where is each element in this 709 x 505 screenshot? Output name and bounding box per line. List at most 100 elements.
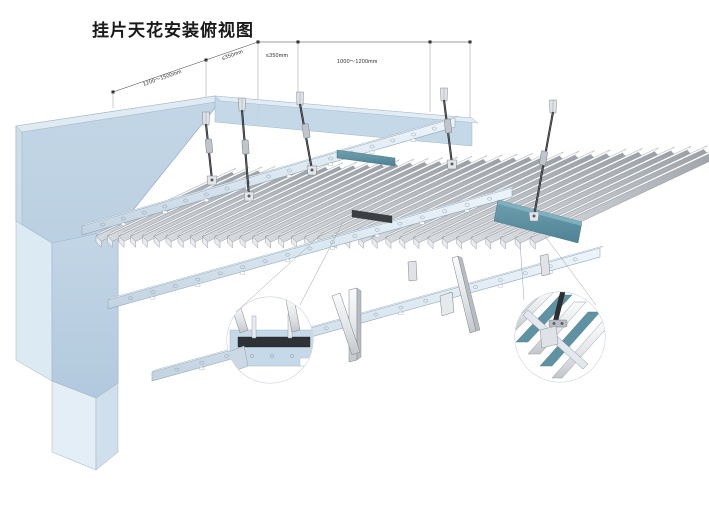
carrier-notch — [203, 198, 209, 202]
carrier-hole — [464, 203, 470, 207]
baffle-highlight — [254, 160, 412, 236]
carrier-notch — [411, 138, 416, 142]
loose-clip-b — [539, 253, 551, 277]
carrier-hole — [419, 215, 425, 220]
detail-b-bracket — [539, 325, 559, 349]
carrier-notch — [121, 222, 126, 226]
baffle-end-lip — [189, 236, 196, 249]
carrier-hole — [121, 216, 126, 221]
baffle-end-lip — [214, 236, 221, 249]
loose-baffle-right-side — [457, 255, 481, 332]
baffle-end-lip — [470, 237, 477, 250]
baffle-end-lip — [529, 237, 536, 250]
carrier-hole — [398, 305, 404, 310]
wall-face-lower — [51, 228, 119, 399]
dark-carrier-strip — [351, 209, 393, 224]
carrier-hole — [487, 197, 492, 201]
carrier-notch — [328, 162, 334, 166]
loose-clip-c — [439, 291, 455, 317]
carrier-notch — [419, 221, 425, 225]
baffle-end-lip — [165, 235, 172, 249]
carrier-hole — [199, 361, 205, 365]
carrier-hole — [240, 265, 245, 269]
carrier-hole — [217, 271, 223, 276]
hanger-turnbuckle — [205, 138, 213, 154]
baffle-end-lip — [456, 237, 462, 250]
carrier-hole — [285, 253, 290, 257]
carrier-hole — [330, 240, 335, 244]
hanger-turnbuckle — [443, 118, 453, 134]
baffle-end-lip — [358, 236, 364, 249]
baffle-end-lip — [107, 235, 113, 248]
loose-clip-a — [407, 260, 418, 282]
wall-lower-left-block — [15, 220, 53, 382]
carrier-notch — [285, 259, 290, 262]
carrier-notch — [162, 210, 168, 214]
carrier-top-flange — [81, 115, 459, 227]
carrier-notch — [240, 271, 246, 275]
carrier-notch — [330, 246, 335, 250]
hanger-turnbuckle — [539, 150, 548, 166]
loose-baffle-angled — [331, 292, 361, 356]
carrier-notch — [464, 209, 470, 213]
carrier-top-flange — [107, 185, 516, 301]
carrier-hole — [328, 156, 333, 161]
baffle-highlight — [443, 150, 625, 237]
carrier-hole — [224, 186, 230, 191]
baffle-end-lip — [427, 237, 434, 250]
baffle-highlight — [179, 165, 328, 235]
baffle-end-lip — [371, 236, 378, 250]
detail-a-pin-left — [251, 315, 257, 339]
baffle-end-lip — [130, 235, 136, 248]
carrier-hole — [498, 278, 503, 282]
carrier-hole — [473, 285, 478, 289]
carrier-notch — [498, 284, 503, 288]
hanger-turnbuckle — [241, 139, 250, 155]
hanger-rod-3 — [440, 87, 458, 170]
carrier-hole — [373, 312, 379, 317]
carrier-hole — [523, 271, 528, 275]
baffle-highlight — [241, 161, 398, 236]
hanger-pin — [450, 162, 454, 166]
carrier-hole — [266, 174, 271, 179]
baffle-end-lip — [227, 236, 233, 249]
carrier-hole — [307, 246, 313, 251]
carrier-hole — [262, 259, 268, 263]
carrier-hole — [390, 138, 396, 143]
baffle-highlight — [192, 164, 342, 235]
baffle-end-lip — [485, 237, 491, 250]
hanger-pin — [310, 168, 314, 172]
carrier-notch — [398, 311, 404, 315]
baffle-highlight — [333, 156, 501, 236]
baffle-end-lip — [118, 235, 125, 248]
baffle-highlight — [346, 155, 516, 236]
baffle-highlight — [216, 162, 370, 236]
baffle-end-lip — [385, 236, 392, 250]
baffle-end-lip — [399, 236, 406, 250]
baffle-highlight — [267, 160, 427, 236]
vertical-baffle-blades — [95, 145, 709, 250]
baffle-end-lip — [177, 235, 184, 249]
dim-tick-marks — [111, 40, 472, 94]
detail-hanger-connection — [514, 235, 606, 383]
carrier-hole — [286, 168, 292, 173]
baffle-highlight — [306, 157, 471, 236]
detail-a-carrier-bar — [237, 336, 311, 348]
baffle-end-lip — [500, 237, 506, 250]
baffle-highlight — [293, 158, 456, 236]
baffle-end-lip — [95, 235, 102, 248]
carrier-notch — [369, 150, 375, 154]
hanger-rod-2 — [296, 91, 318, 176]
carrier-notch — [199, 367, 205, 370]
baffle-highlight — [280, 159, 441, 236]
carrier-notch — [374, 234, 380, 238]
hanger-rod-4 — [528, 99, 557, 222]
baffle-end-lip — [252, 236, 259, 249]
baffle-end-lip — [202, 236, 208, 249]
carrier-hole — [224, 354, 229, 358]
baffle-end-lip — [239, 236, 246, 249]
carrier-hole — [572, 257, 578, 262]
hanger-pin — [210, 178, 214, 182]
